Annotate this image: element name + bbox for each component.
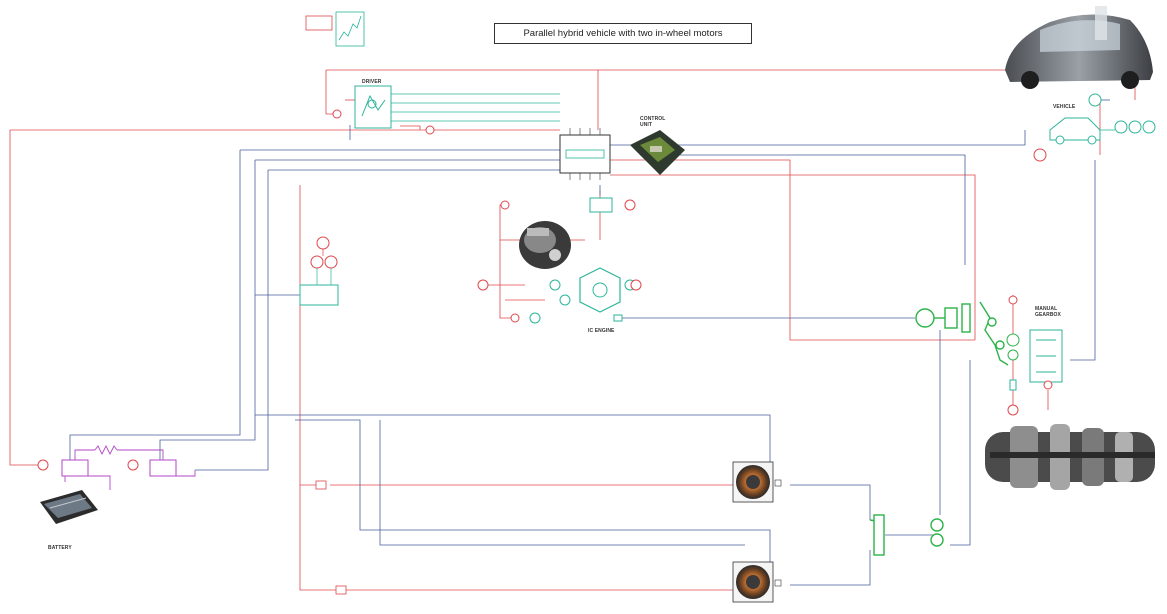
vehicle-label: VEHICLE <box>1053 104 1076 110</box>
driver-label: DRIVER <box>362 79 382 85</box>
gearbox-label: MANUAL GEARBOX <box>1035 306 1061 318</box>
control-unit-block[interactable] <box>559 128 611 180</box>
ic-engine-block[interactable] <box>477 197 642 324</box>
battery-block[interactable] <box>37 444 196 490</box>
vehicle-block[interactable] <box>1033 93 1156 162</box>
control-unit-label: CONTROL UNIT <box>640 116 666 128</box>
engine-photo <box>519 221 571 269</box>
in-wheel-motor-rear[interactable] <box>732 561 782 603</box>
sensor-block[interactable] <box>299 236 339 306</box>
driveline <box>869 301 1009 556</box>
battery-label: BATTERY <box>48 545 72 551</box>
gearbox-block[interactable] <box>1006 295 1063 416</box>
gearbox-photo <box>985 424 1155 490</box>
battery-photo <box>40 490 98 524</box>
plot-widgets[interactable] <box>305 11 365 47</box>
in-wheel-motor-front[interactable] <box>732 461 782 503</box>
ic-engine-label: IC ENGINE <box>588 328 615 334</box>
car-photo <box>1005 6 1153 89</box>
motor-control-inputs <box>315 480 347 595</box>
diagram-title: Parallel hybrid vehicle with two in-whee… <box>494 23 752 44</box>
control-unit-photo <box>630 130 685 175</box>
driver-block[interactable] <box>332 85 560 135</box>
electric-lines <box>69 99 1110 586</box>
